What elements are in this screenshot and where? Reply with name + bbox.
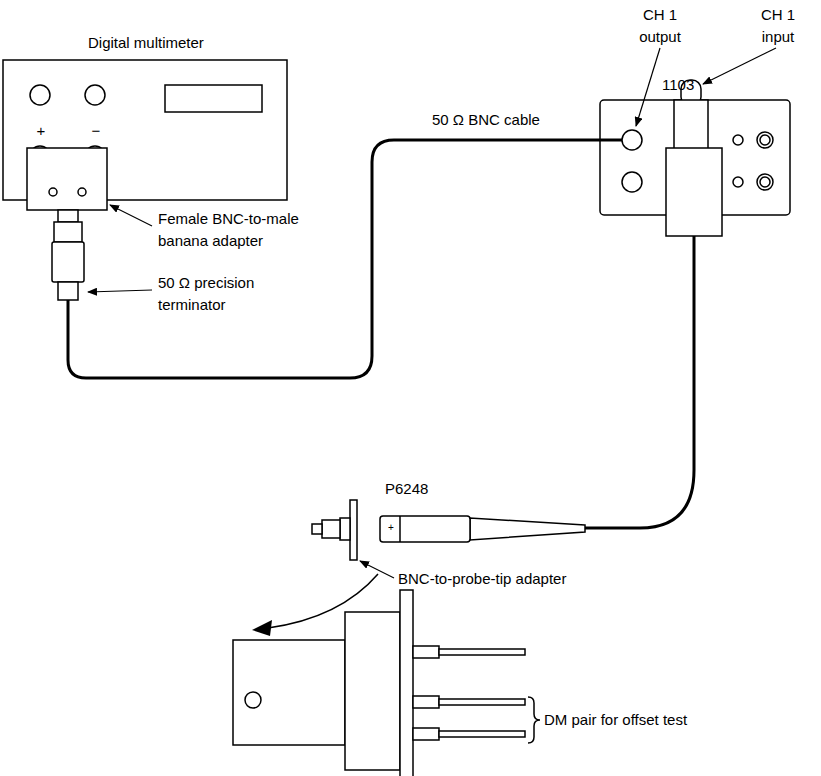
drawing-circle (733, 135, 743, 145)
drawing-rect (439, 649, 525, 655)
part-label: 50 Ω precision terminator (158, 272, 288, 316)
drawing-circle (78, 188, 86, 196)
drawing-rect (380, 516, 470, 542)
drawing-circle (85, 85, 105, 105)
drawing-rect (58, 210, 78, 222)
drawing-rect (54, 222, 82, 242)
node-heading: 1103 (662, 76, 694, 93)
callout-label: DM pair for offset test (544, 709, 744, 731)
drawing-circle (622, 130, 642, 150)
multimeter-box: Digital multimeter (3, 60, 287, 200)
drawing-rect (322, 520, 340, 538)
drawing-rect (439, 731, 525, 737)
drawing-rect (52, 242, 84, 282)
drawing-circle (757, 174, 773, 190)
drawing-circle (760, 177, 770, 187)
drawing-rect (413, 646, 439, 658)
drawing-rect (674, 100, 708, 150)
drawing-path (528, 697, 540, 743)
drawing-rect (350, 500, 357, 560)
drawing-path (88, 290, 152, 292)
part-label: Female BNC-to-male banana adapter (158, 208, 318, 252)
drawing-rect (27, 148, 107, 210)
node-heading: Digital multimeter (88, 34, 204, 51)
drawing-rect (413, 728, 439, 740)
drawing-rect (233, 640, 345, 745)
drawing-circle (760, 135, 770, 145)
drawing-rect (400, 590, 413, 776)
terminal-sign: − (89, 120, 103, 142)
port-label: CH 1 output (628, 4, 692, 48)
terminal-sign: + (34, 120, 48, 142)
drawing-rect (165, 85, 262, 112)
drawing-g (3, 60, 790, 300)
drawing-g (233, 590, 525, 776)
drawing-rect (340, 518, 350, 540)
drawing-path (470, 518, 585, 540)
drawing-circle (30, 85, 50, 105)
polarity-mark: + (385, 519, 397, 537)
port-label: CH 1 input (750, 4, 806, 48)
drawing-path (360, 561, 394, 578)
drawing-path (636, 48, 660, 126)
drawing-circle (622, 172, 642, 192)
drawing-rect (58, 282, 78, 300)
drawing-path (600, 139, 622, 142)
drawing-path (110, 205, 152, 226)
drawing-g (312, 500, 585, 560)
part-label: P6248 (385, 478, 465, 500)
drawing-rect (439, 699, 525, 705)
drawing-line (399, 516, 401, 542)
drawing-path (703, 48, 776, 84)
part-label: BNC-to-probe-tip adapter (398, 568, 628, 590)
cable-label: 50 Ω BNC cable (430, 111, 542, 128)
drawing-rect (666, 148, 722, 236)
drawing-circle (757, 132, 773, 148)
instrument-box: 1103 (600, 100, 790, 215)
drawing-rect (312, 524, 322, 534)
drawing-circle (49, 188, 57, 196)
drawing-g (88, 48, 776, 578)
drawing-path (585, 236, 694, 528)
drawing-rect (413, 696, 439, 708)
drawing-circle (245, 692, 261, 708)
drawing-circle (733, 177, 743, 187)
drawing-rect (345, 612, 400, 770)
drawing-path (252, 620, 272, 636)
